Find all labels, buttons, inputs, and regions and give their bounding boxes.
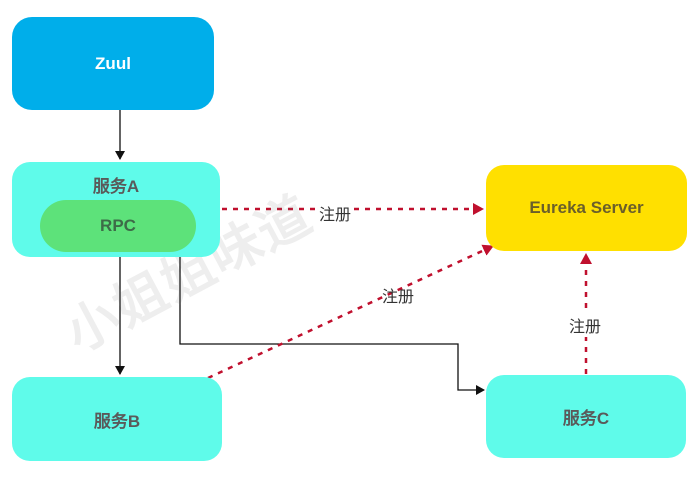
service-a-label: 服务A [92,177,140,196]
service-c-node: 服务C [486,375,686,458]
service-b-label: 服务B [93,411,141,431]
eureka-server-node: Eureka Server [486,165,687,251]
zuul-label: Zuul [95,53,131,73]
register-label-service-a: 注册 [316,201,355,225]
register-label-service-c: 注册 [566,313,605,337]
rpc-node: RPC [40,200,196,252]
rpc-label: RPC [100,216,136,235]
edge-service-b-register [207,244,494,380]
service-b-node: 服务B [12,377,222,461]
edge-rpc-to-service-c [179,252,485,395]
zuul-node: Zuul [12,17,214,110]
eureka-server-label: Eureka Server [529,198,644,217]
service-c-label: 服务C [562,409,610,428]
register-label-service-b: 注册 [382,287,415,306]
